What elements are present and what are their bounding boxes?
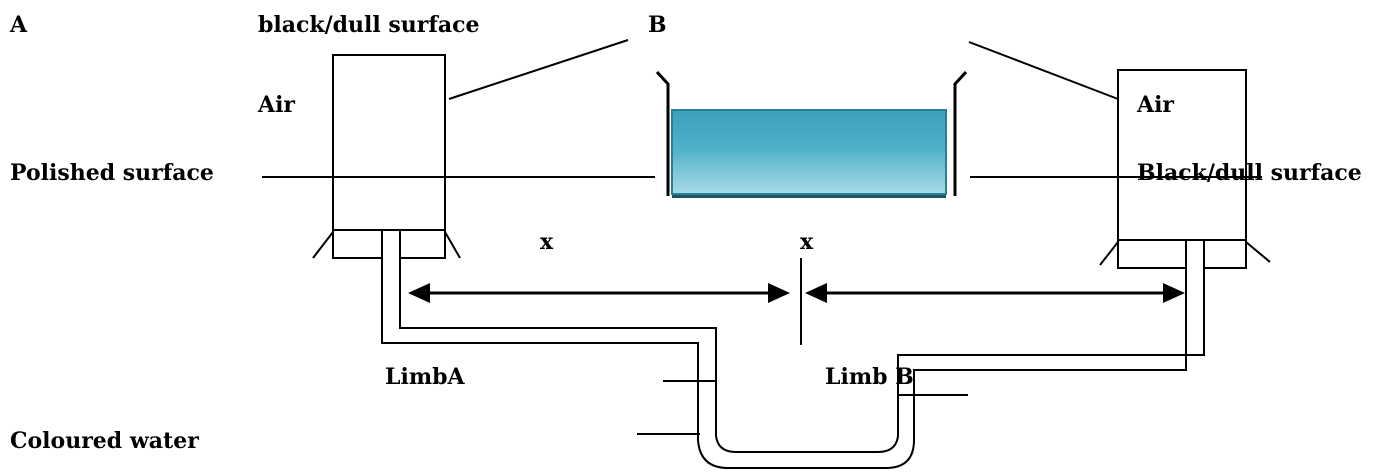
flask-a-body xyxy=(332,54,446,231)
flask-b xyxy=(1099,69,1271,269)
flask-a xyxy=(312,54,461,259)
arrow-left-head-left xyxy=(408,283,430,303)
pointer-b-left xyxy=(448,39,629,100)
label-x-left: x xyxy=(540,229,554,255)
u-tube-outer-wall xyxy=(381,258,1187,469)
heater-bracket-right xyxy=(953,70,968,196)
label-limb-a: LimbA xyxy=(385,364,465,390)
heater-bracket-left xyxy=(655,70,670,196)
label-air-left: Air xyxy=(258,92,296,118)
flask-a-stand-left xyxy=(312,231,334,259)
label-x-mid: x xyxy=(800,229,814,255)
arrow-right-head-right xyxy=(1163,283,1185,303)
label-polished-surface: Polished surface xyxy=(10,160,214,186)
arrow-right-head-left xyxy=(805,283,827,303)
flask-b-stand-right xyxy=(1245,241,1271,263)
label-black-dull-top: black/dull surface xyxy=(258,12,480,38)
label-coloured-water: Coloured water xyxy=(10,428,199,454)
label-b: B xyxy=(648,12,667,38)
label-air-right: Air xyxy=(1137,92,1175,118)
flask-b-stand-left xyxy=(1099,241,1119,266)
flask-a-stopper-left xyxy=(332,229,383,259)
label-black-dull-right: Black/dull surface xyxy=(1137,160,1362,186)
u-tube xyxy=(381,258,1205,469)
heater-element xyxy=(671,109,947,195)
distance-arrows xyxy=(408,258,1185,345)
label-a: A xyxy=(10,12,28,38)
flask-b-stopper-right xyxy=(1203,239,1247,269)
flask-a-stopper-right xyxy=(399,229,446,259)
heater xyxy=(655,70,968,199)
label-limb-b: Limb B xyxy=(825,364,914,390)
flask-b-stopper-left xyxy=(1117,239,1187,269)
u-tube-inner-wall xyxy=(399,258,1205,453)
pointer-b-right xyxy=(968,41,1119,100)
arrow-left-head-right xyxy=(768,283,790,303)
flask-a-stand-right xyxy=(444,231,461,259)
